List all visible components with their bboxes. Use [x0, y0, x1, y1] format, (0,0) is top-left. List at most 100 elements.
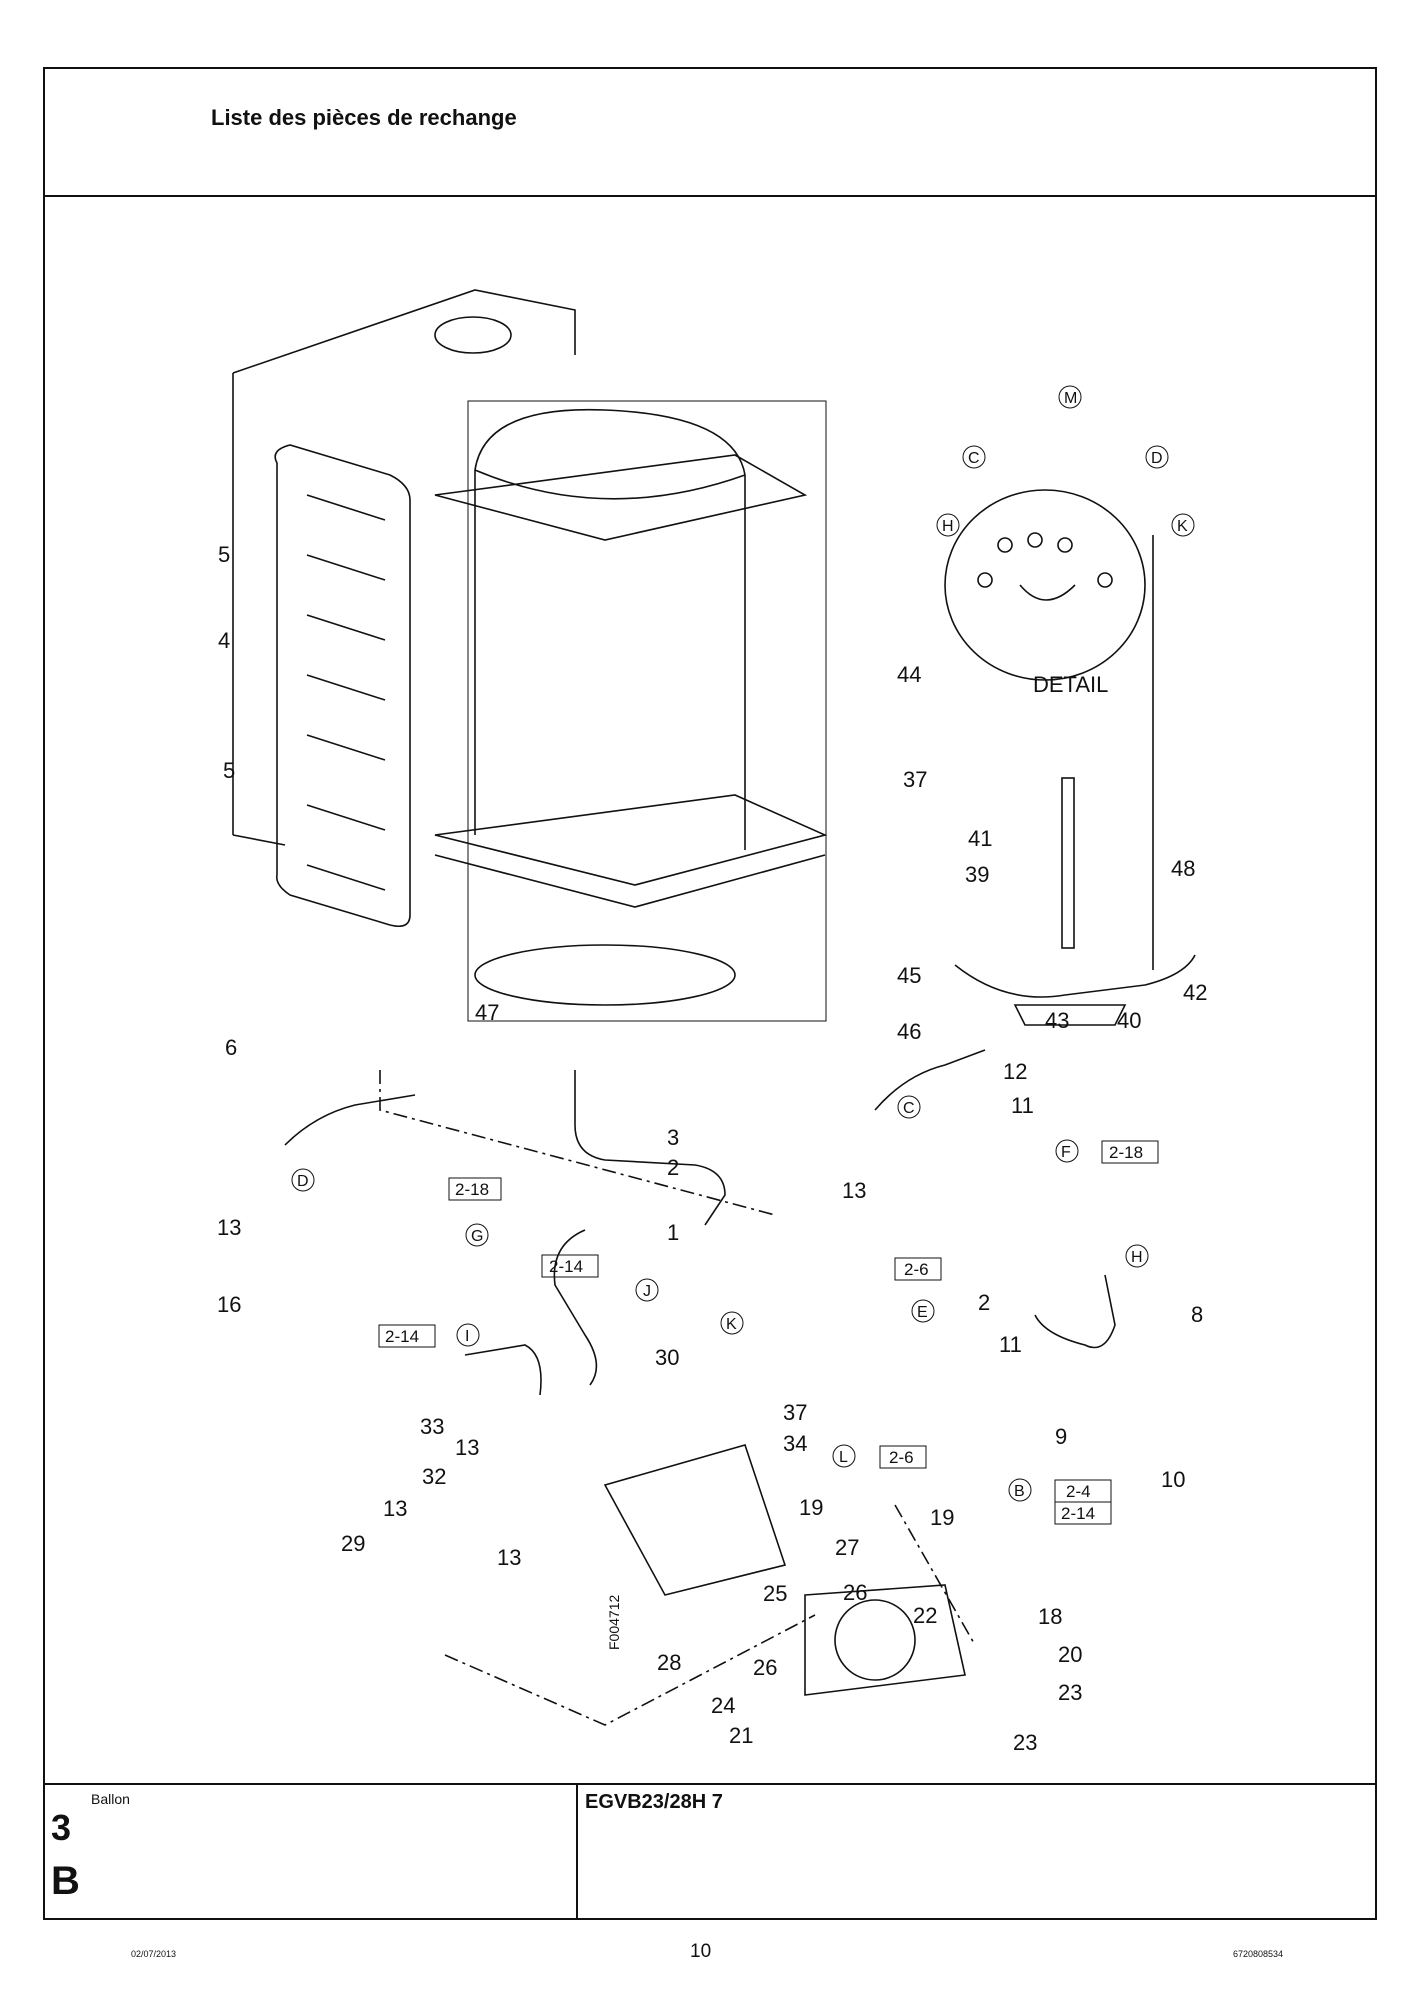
part-label: 3 [667, 1125, 679, 1150]
part-label: 37 [783, 1400, 807, 1425]
part-label: 5 [223, 758, 235, 783]
part-label: 45 [897, 963, 921, 988]
connection-marker-l: L [832, 1444, 856, 1468]
page-title: Liste des pièces de rechange [211, 105, 517, 130]
svg-text:D: D [297, 1173, 309, 1190]
diagram-canvas: 5 4 5 6 44 37 45 46 47 41 39 48 42 40 43… [217, 289, 1207, 1850]
model-name: EGVB23/28H 7 [585, 1791, 723, 1813]
part-label: 20 [1058, 1642, 1082, 1667]
part-label: 21 [729, 1723, 753, 1748]
header: Liste des pièces de rechange [45, 69, 1375, 197]
svg-text:L: L [839, 1449, 848, 1466]
reference-box-label: 2-18 [1109, 1143, 1143, 1162]
part-label: 18 [1038, 1604, 1062, 1629]
part-label: 29 [341, 1531, 365, 1556]
svg-text:B: B [1014, 1483, 1025, 1500]
part-label: 37 [903, 767, 927, 792]
connection-marker-h: H [936, 513, 960, 537]
part-label: 13 [842, 1178, 866, 1203]
part-label: 41 [968, 826, 992, 851]
reference-box-label: 2-14 [1061, 1504, 1095, 1523]
connection-marker-c: C [897, 1095, 921, 1119]
part-label: 13 [383, 1496, 407, 1521]
connection-marker-h: H [1125, 1244, 1149, 1268]
connection-marker-c: C [962, 445, 986, 469]
part-number-labels: 5 4 5 6 44 37 45 46 47 41 39 48 42 40 43… [217, 542, 1207, 1850]
svg-text:E: E [917, 1304, 928, 1321]
part-label: 44 [897, 662, 921, 687]
part-label: 4 [218, 628, 230, 653]
connection-markers: M C D H K C F D G H J E K I L B [291, 385, 1195, 1502]
part-label: 23 [1013, 1730, 1037, 1755]
reference-box-label: 2-18 [455, 1180, 489, 1199]
detail-label: DETAIL [1033, 672, 1108, 697]
part-label: 10 [1161, 1467, 1185, 1492]
part-label: 11 [999, 1332, 1022, 1357]
part-label: 28 [657, 1650, 681, 1675]
tank [474, 408, 746, 850]
part-label: 5 [218, 542, 230, 567]
part-label: 24 [711, 1693, 735, 1718]
part-label: 8 [1191, 1302, 1203, 1327]
exploded-diagram: 5 4 5 6 44 37 45 46 47 41 39 48 42 40 43… [45, 195, 1375, 1850]
svg-text:K: K [726, 1316, 737, 1333]
part-label: 1 [667, 1220, 679, 1245]
part-label: 13 [455, 1435, 479, 1460]
side-panel [274, 444, 411, 928]
part-label: 40 [1117, 1008, 1141, 1033]
section-label: Ballon [91, 1791, 130, 1807]
part-label: 25 [763, 1581, 787, 1606]
part-label: 19 [799, 1495, 823, 1520]
connection-marker-e: E [911, 1299, 935, 1323]
part-label: 13 [497, 1545, 521, 1570]
part-label: 47 [475, 1000, 499, 1025]
svg-text:C: C [968, 450, 980, 467]
svg-text:F: F [1061, 1144, 1071, 1161]
part-label: 2 [978, 1290, 990, 1315]
connection-marker-d: D [291, 1168, 315, 1192]
svg-text:D: D [1151, 450, 1163, 467]
svg-text:H: H [942, 518, 954, 535]
detail-disc [944, 489, 1146, 681]
connection-marker-j: J [635, 1278, 659, 1302]
part-label: 34 [783, 1431, 807, 1456]
part-label: 9 [1055, 1424, 1067, 1449]
connection-marker-f: F [1055, 1139, 1079, 1163]
part-label: 2 [667, 1155, 679, 1180]
part-label: 46 [897, 1019, 921, 1044]
section-number: 3 [51, 1807, 72, 1848]
reference-boxes [378, 1140, 1159, 1525]
page-number: 10 [690, 1941, 712, 1962]
reference-box-label: 2-14 [385, 1327, 419, 1346]
svg-text:C: C [903, 1100, 915, 1117]
connection-marker-i: I [456, 1323, 480, 1347]
part-label: 13 [217, 1215, 241, 1240]
part-label: 32 [422, 1464, 446, 1489]
svg-text:J: J [643, 1283, 651, 1300]
pump [804, 1584, 966, 1696]
reference-box-label: 2-6 [904, 1260, 929, 1279]
part-label: 12 [1003, 1059, 1027, 1084]
connection-marker-m: M [1058, 385, 1082, 409]
part-label: 33 [420, 1414, 444, 1439]
reference-box-label: 2-6 [889, 1448, 914, 1467]
document-number: 6720808534 [1233, 1949, 1284, 1959]
connection-marker-k: K [720, 1311, 744, 1335]
page-frame: Liste des pièces de rechange [43, 67, 1377, 1920]
cabinet-outline [232, 289, 576, 374]
part-label: 43 [1045, 1008, 1069, 1033]
part-label: 23 [1058, 1680, 1082, 1705]
reference-box-label: 2-14 [549, 1257, 583, 1276]
part-label: 16 [217, 1292, 241, 1317]
svg-text:G: G [471, 1228, 483, 1245]
pipe-1 [574, 1070, 726, 1226]
part-label: 42 [1183, 980, 1207, 1005]
section-letter: B [51, 1859, 80, 1903]
svg-text:M: M [1064, 390, 1077, 407]
part-label: 48 [1171, 856, 1195, 881]
footer-table: Ballon 3 B EGVB23/28H 7 [45, 1783, 1375, 1918]
connection-marker-k: K [1171, 513, 1195, 537]
connection-marker-g: G [465, 1223, 489, 1247]
reference-box-labels: 2-18 2-18 2-14 2-6 2-14 2-6 2-4 2-14 [385, 1143, 1143, 1523]
part-label: 26 [753, 1655, 777, 1680]
